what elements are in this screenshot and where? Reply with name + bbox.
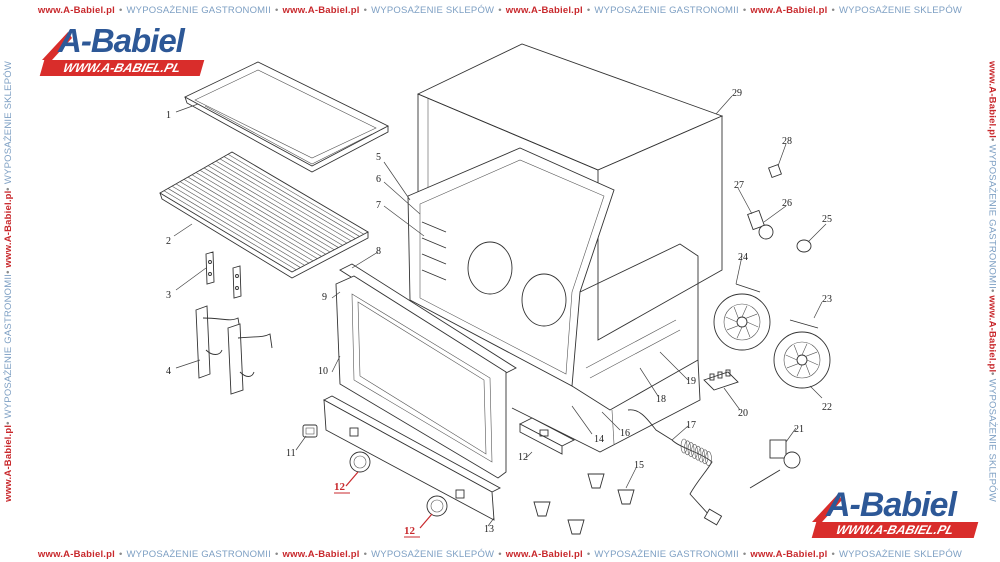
leader-lines: [173, 95, 827, 529]
part-label: 22: [822, 402, 832, 413]
part-label: 5: [376, 152, 381, 163]
part-label: 7: [376, 200, 381, 211]
part-small-brackets: [205, 251, 242, 299]
part-terminal-block: [703, 369, 739, 391]
part-power-cord: [627, 409, 723, 526]
logo-name: A-Babiel: [58, 22, 185, 59]
watermark-right: www.A-Babiel.pl• WYPOSAŻENIE GASTRONOMII…: [986, 60, 998, 502]
part-label: 9: [322, 292, 327, 303]
part-wire-shelf: [159, 151, 369, 279]
part-fan-right: [773, 319, 831, 389]
part-switch: [302, 424, 318, 438]
part-label: 29: [732, 88, 742, 99]
part-label: 21: [794, 424, 804, 435]
part-label: 15: [634, 460, 644, 471]
part-label: 8: [376, 246, 381, 257]
logo-name: A-Babiel: [826, 486, 957, 524]
part-label: 10: [318, 366, 328, 377]
part-label: 16: [620, 428, 630, 439]
highlight-label: 12: [334, 481, 346, 493]
part-label: 17: [686, 420, 696, 431]
logo-swoosh-icon: [812, 494, 842, 522]
part-label: 24: [738, 252, 748, 263]
part-label: 13: [484, 524, 494, 535]
watermark-top: www.A-Babiel.pl• WYPOSAŻENIE GASTRONOMII…: [37, 4, 963, 16]
part-labels: 1 2 3 4 5 6 7 8 9 10 11 12 13 14 15 16 1…: [166, 88, 832, 538]
part-tray: [184, 61, 389, 173]
part-outer-casing: [416, 43, 724, 341]
part-label: 6: [376, 174, 381, 185]
part-label: 28: [782, 136, 792, 147]
logo-swoosh-icon: [42, 32, 72, 60]
part-label: 20: [738, 408, 748, 419]
logo-bottom-right: A-Babiel WWW.A-BABIEL.PL: [811, 486, 987, 546]
part-label: 25: [822, 214, 832, 225]
watermark-bottom: www.A-Babiel.pl• WYPOSAŻENIE GASTRONOMII…: [37, 548, 963, 560]
part-label: 26: [782, 198, 792, 209]
logo-top-left: A-Babiel WWW.A-BABIEL.PL: [38, 24, 208, 84]
part-label: 23: [822, 294, 832, 305]
part-label: 4: [166, 366, 171, 377]
part-fan-left: [713, 283, 771, 351]
part-label: 3: [166, 290, 171, 301]
part-label: 19: [686, 376, 696, 387]
part-label: 14: [594, 434, 604, 445]
part-feet: [533, 473, 635, 535]
part-door-hinges: [195, 305, 273, 395]
part-door: [335, 263, 517, 479]
part-small-components: [747, 164, 812, 253]
part-label: 2: [166, 236, 171, 247]
part-control-panel: [323, 395, 501, 521]
part-label: 1: [166, 110, 171, 121]
part-thermostat: [749, 439, 801, 489]
part-label: 18: [656, 394, 666, 405]
highlight-label: 12: [404, 525, 416, 537]
part-label: 12: [518, 452, 528, 463]
part-label: 27: [734, 180, 744, 191]
part-oven-cavity: [407, 147, 701, 453]
part-relay-block: [519, 417, 575, 455]
part-label: 11: [286, 448, 296, 459]
